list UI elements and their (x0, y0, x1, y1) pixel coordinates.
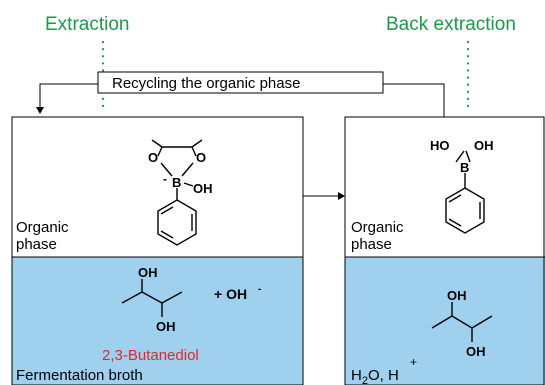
left-butanediol-structure (121, 279, 183, 317)
boronate-complex-structure (151, 139, 203, 246)
back-extraction-heading: Back extraction (386, 14, 516, 35)
recycle-label-box (97, 71, 384, 94)
complex-oxygen-right: O (196, 150, 206, 165)
recycle-arrowhead (36, 107, 44, 114)
aqueous-acid-charge: + (410, 355, 417, 369)
aqueous-acid-label: H2O, H (351, 367, 399, 385)
complex-hydroxyl: OH (193, 181, 213, 196)
right-diol-oh-top: OH (447, 288, 467, 303)
right-butanediol-structure (431, 302, 493, 342)
boronic-acid-structure (445, 150, 485, 234)
left-organic-label-line2: phase (16, 236, 57, 253)
left-diol-oh-top: OH (138, 265, 158, 280)
left-organic-label-line1: Organic (16, 219, 69, 236)
right-vessel (344, 116, 545, 385)
left-vessel (11, 116, 304, 385)
right-diol-oh-bottom: OH (466, 344, 486, 359)
broth-label: Fermentation broth (16, 367, 143, 384)
extraction-heading: Extraction (45, 14, 129, 35)
hydroxide-label: + OH (214, 286, 247, 302)
acid-boron: B (460, 160, 469, 175)
recycle-label: Recycling the organic phase (112, 75, 300, 92)
right-organic-label-line1: Organic (351, 219, 404, 236)
transfer-arrowhead (338, 192, 345, 200)
acid-ho-label: HO (430, 138, 450, 153)
right-organic-label-line2: phase (351, 236, 392, 253)
product-name-label: 2,3-Butanediol (102, 347, 199, 364)
hydroxide-charge: - (258, 284, 261, 295)
recycle-line-right (383, 83, 445, 117)
complex-boron: B (172, 175, 181, 190)
complex-charge: - (163, 172, 167, 186)
recycle-line-left (39, 83, 98, 108)
complex-oxygen-left: O (148, 150, 158, 165)
left-aqueous-phase (12, 257, 303, 385)
left-diol-oh-bottom: OH (156, 319, 176, 334)
acid-oh-label: OH (474, 138, 494, 153)
